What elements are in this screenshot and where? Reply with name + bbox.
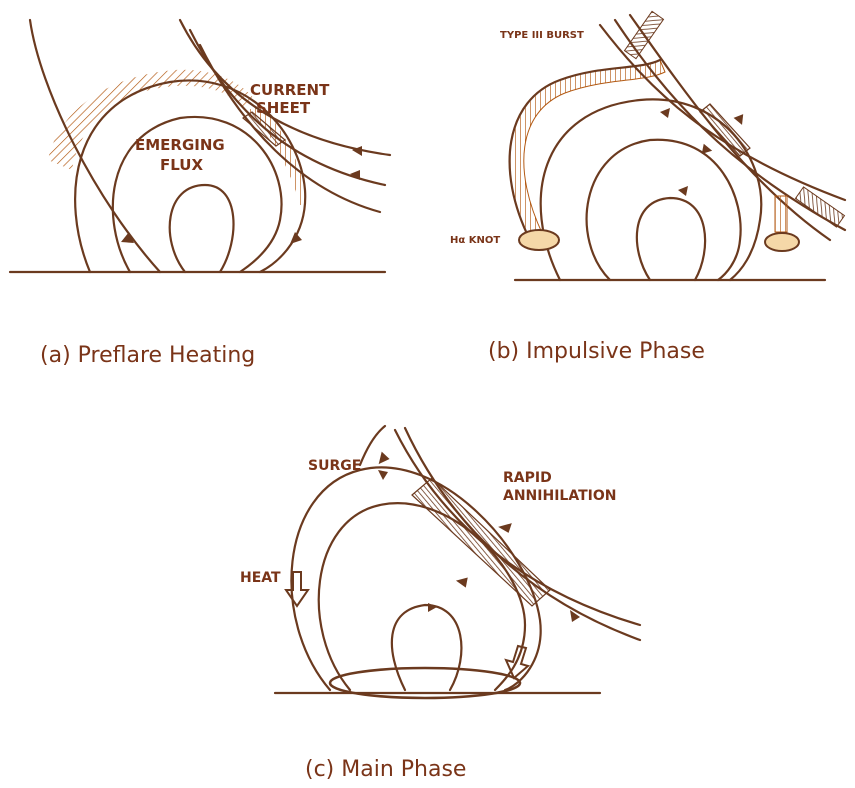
arrow-icon	[678, 186, 688, 196]
type-iii-burst-mark	[625, 11, 664, 58]
surge-arrow-icon	[374, 450, 389, 464]
burst-mark-right	[796, 187, 845, 227]
label-current-sheet: CURRENT	[250, 81, 330, 99]
label-heat: HEAT	[240, 570, 281, 586]
arrow-icon	[290, 232, 302, 244]
label-current-sheet: SHEET	[256, 99, 311, 117]
loop-inner	[637, 198, 705, 280]
arrow-icon	[456, 573, 472, 588]
arrow-icon	[428, 603, 437, 612]
caption-a: (a) Preflare Heating	[40, 343, 255, 368]
label-surge: SURGE	[308, 458, 361, 474]
panel-b: TYPE III BURST Hα KNOT (b) Impulsive Pha…	[450, 11, 845, 364]
label-emerging-flux: EMERGING	[135, 136, 225, 154]
hatched-footpoint-right	[775, 196, 787, 232]
caption-b: (b) Impulsive Phase	[488, 339, 705, 364]
label-ha-knot: Hα KNOT	[450, 235, 500, 246]
ha-knot-left	[519, 230, 559, 250]
panel-c: SURGE RAPID ANNIHILATION HEAT (c) Main P…	[240, 426, 640, 782]
label-rapid-annihilation: ANNIHILATION	[503, 488, 616, 504]
arrow-icon	[660, 108, 670, 118]
emerging-loop-inner	[170, 185, 234, 272]
ha-knot-right	[765, 233, 799, 251]
inflow-arrow-icon	[498, 518, 513, 533]
label-emerging-flux: FLUX	[160, 156, 203, 174]
loop-inner	[392, 605, 462, 690]
overlying-field-line	[395, 430, 640, 625]
panel-a: CURRENT SHEET EMERGING FLUX (a) Preflare…	[10, 20, 390, 368]
arrow-icon	[378, 470, 388, 480]
overlying-field-line	[200, 45, 380, 212]
outflow-arrow-icon	[734, 111, 748, 125]
loop-middle	[587, 140, 741, 280]
heat-arrow-icon	[286, 572, 308, 606]
label-type-iii-burst: TYPE III BURST	[500, 30, 584, 41]
caption-c: (c) Main Phase	[305, 757, 466, 782]
label-rapid-annihilation: RAPID	[503, 470, 552, 486]
